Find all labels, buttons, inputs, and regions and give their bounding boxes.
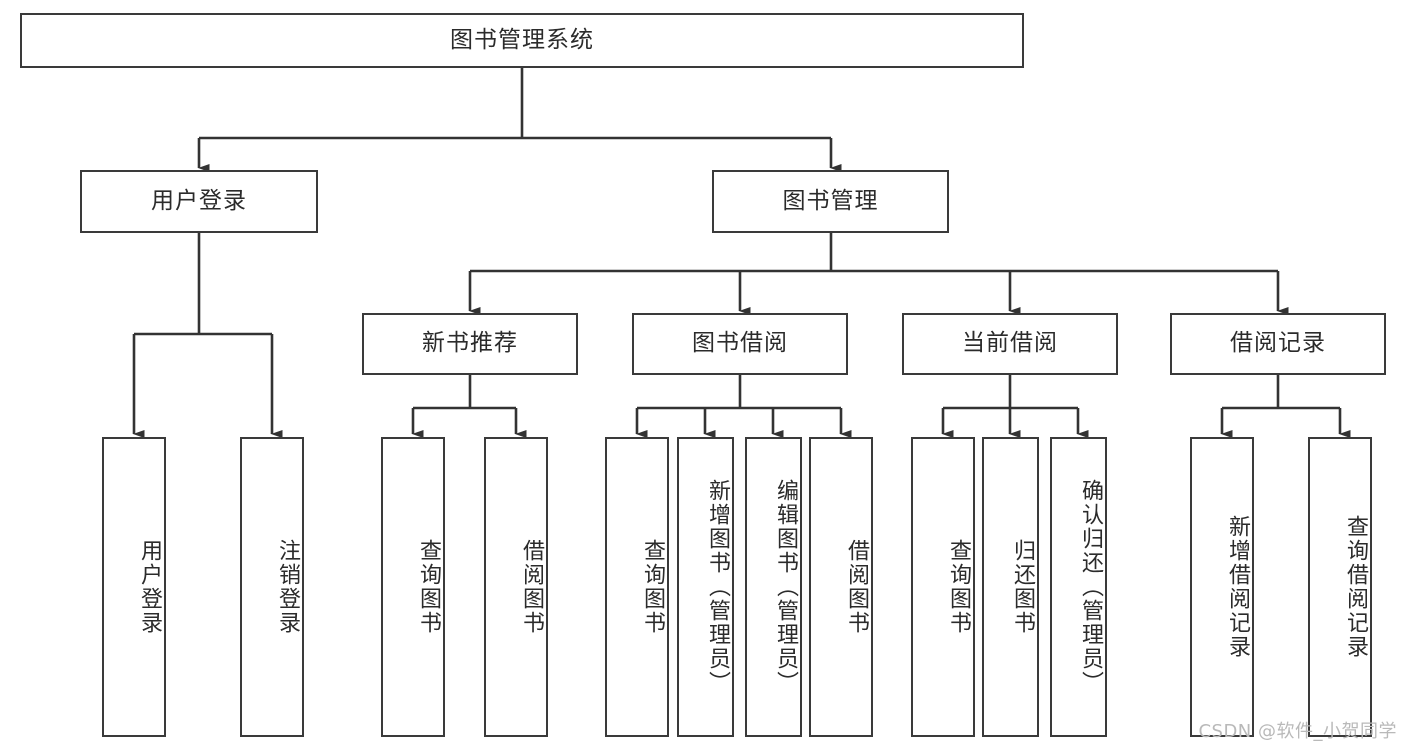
node-label: 用户登录 <box>137 539 162 635</box>
node-leaf-borrow-book[interactable]: 借阅图书 <box>809 437 873 737</box>
node-new-book-recommend[interactable]: 新书推荐 <box>362 313 578 375</box>
node-label: 新增图书（管理员） <box>705 479 730 695</box>
node-leaf-add-borrow-record[interactable]: 新增借阅记录 <box>1190 437 1254 737</box>
node-leaf-recommend-query-book[interactable]: 查询图书 <box>381 437 445 737</box>
node-leaf-edit-book-admin[interactable]: 编辑图书（管理员） <box>745 437 802 737</box>
node-label: 查询图书 <box>640 539 665 635</box>
node-label: 图书管理系统 <box>450 26 594 53</box>
node-current-borrow[interactable]: 当前借阅 <box>902 313 1118 375</box>
csdn-watermark: CSDN @软件_小贺同学 <box>1198 721 1397 742</box>
node-label: 图书借阅 <box>692 330 788 357</box>
node-label: 查询图书 <box>946 539 971 635</box>
node-label: 借阅图书 <box>844 539 869 635</box>
node-root-system[interactable]: 图书管理系统 <box>20 13 1024 68</box>
node-label: 新增借阅记录 <box>1225 515 1250 659</box>
node-label: 查询借阅记录 <box>1343 515 1368 659</box>
node-label: 当前借阅 <box>962 330 1058 357</box>
node-label: 用户登录 <box>151 187 247 214</box>
node-label: 借阅记录 <box>1230 330 1326 357</box>
node-book-manage[interactable]: 图书管理 <box>712 170 949 233</box>
node-leaf-query-borrow-record[interactable]: 查询借阅记录 <box>1308 437 1372 737</box>
node-leaf-current-query-book[interactable]: 查询图书 <box>911 437 975 737</box>
node-label: 查询图书 <box>416 539 441 635</box>
node-user-login[interactable]: 用户登录 <box>80 170 318 233</box>
node-label: 新书推荐 <box>422 330 518 357</box>
node-label: 确认归还（管理员） <box>1078 479 1103 695</box>
node-leaf-confirm-return-admin[interactable]: 确认归还（管理员） <box>1050 437 1107 737</box>
node-label: 图书管理 <box>782 187 879 214</box>
node-leaf-recommend-borrow-book[interactable]: 借阅图书 <box>484 437 548 737</box>
node-leaf-return-book[interactable]: 归还图书 <box>982 437 1039 737</box>
node-leaf-logout[interactable]: 注销登录 <box>240 437 304 737</box>
node-leaf-user-login[interactable]: 用户登录 <box>102 437 166 737</box>
node-borrow-record[interactable]: 借阅记录 <box>1170 313 1386 375</box>
node-leaf-borrow-query-book[interactable]: 查询图书 <box>605 437 669 737</box>
node-label: 注销登录 <box>275 539 300 635</box>
node-label: 编辑图书（管理员） <box>773 479 798 695</box>
node-leaf-add-book-admin[interactable]: 新增图书（管理员） <box>677 437 734 737</box>
node-label: 归还图书 <box>1010 539 1035 635</box>
node-book-borrow[interactable]: 图书借阅 <box>632 313 848 375</box>
node-label: 借阅图书 <box>519 539 544 635</box>
